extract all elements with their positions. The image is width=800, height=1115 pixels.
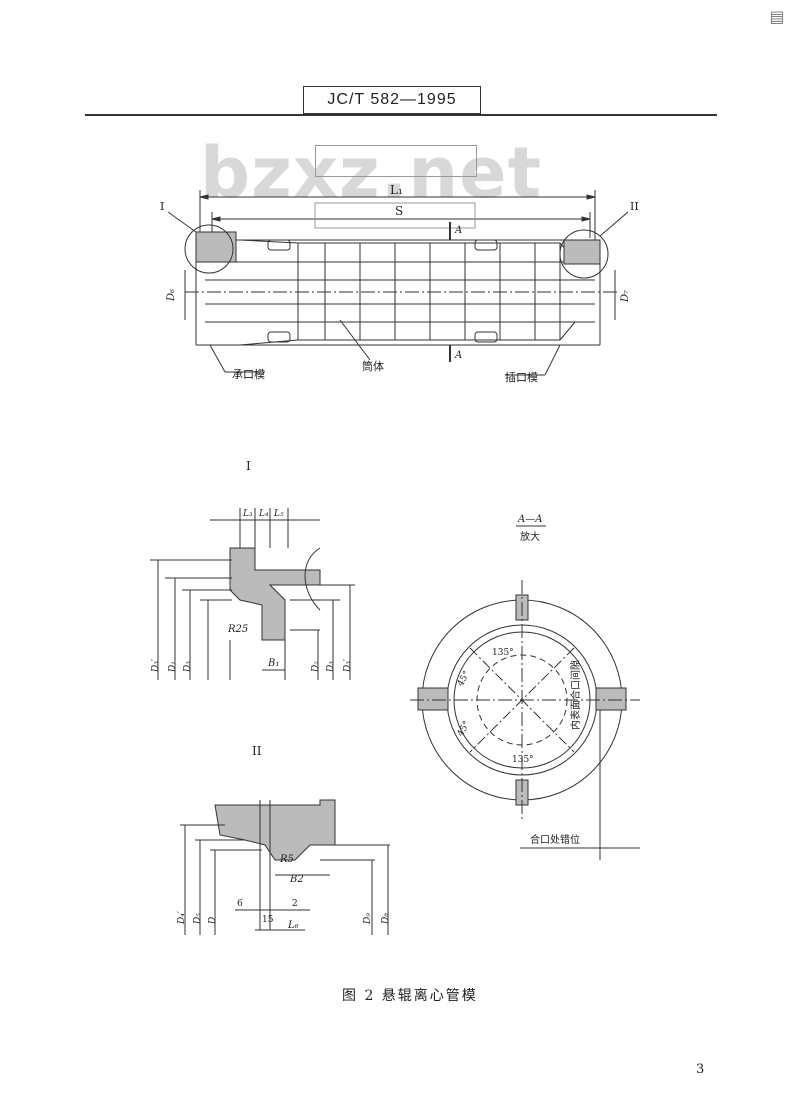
section-mark-bottom: A bbox=[454, 350, 462, 361]
dim-d6: D₆ bbox=[166, 289, 177, 302]
detail-ii-dim-left-3: D bbox=[208, 917, 218, 925]
detail-ii-length: L₆ bbox=[287, 920, 299, 931]
detail-i-dim-top-3: L₅ bbox=[273, 509, 284, 519]
detail-i-dim-left-3: D₃ bbox=[183, 661, 193, 673]
detail-ii-title: II bbox=[252, 744, 262, 758]
detail-i-width: B₁ bbox=[267, 658, 279, 669]
detail-i-dim-right-3: D₃′ bbox=[343, 659, 353, 673]
detail-ii-dim-left-1: D₄′ bbox=[177, 911, 187, 925]
section-aa-angle-top: 135° bbox=[492, 648, 514, 658]
detail-i-dim-top-2: L₄ bbox=[258, 509, 269, 519]
detail-i-dim-top-1: L₃ bbox=[242, 509, 253, 519]
section-aa-offset-label: 合口处错位 bbox=[530, 833, 580, 846]
detail-i-dim-right-1: D₂ bbox=[311, 661, 321, 673]
section-aa-title: A—A bbox=[517, 514, 542, 525]
header-rule bbox=[85, 114, 717, 116]
dim-d7: D₇ bbox=[620, 290, 631, 303]
detail-i-mark: I bbox=[160, 200, 164, 213]
detail-ii-dim-bottom-1: 6 bbox=[237, 899, 243, 909]
figure-caption: 图 2 悬辊离心管模 bbox=[342, 988, 478, 1004]
detail-ii-width: B2 bbox=[289, 874, 304, 885]
watermark-box bbox=[315, 145, 477, 177]
detail-i-dim-left-2: D₁ bbox=[168, 661, 178, 673]
detail-i-dim-right-2: D₃ bbox=[326, 661, 336, 673]
dim-s: S bbox=[395, 204, 403, 218]
detail-ii-radius: R5 bbox=[279, 854, 294, 865]
corner-mark-icon: ▤ bbox=[769, 7, 785, 26]
section-aa-subtitle: 放大 bbox=[520, 530, 540, 543]
standard-code: JC/T 582—1995 bbox=[327, 91, 457, 108]
detail-i-dim-left-1: D₃′ bbox=[151, 659, 161, 673]
detail-i-radius: R25 bbox=[227, 624, 248, 635]
section-aa-angle-bottom: 135° bbox=[512, 755, 534, 765]
detail-ii-dim-right-1: D₉ bbox=[363, 913, 373, 925]
page-number: 3 bbox=[696, 1062, 705, 1077]
label-spigot-mold: 插口模 bbox=[505, 370, 538, 384]
detail-ii-dim-bottom-3: 15 bbox=[262, 915, 274, 925]
detail-ii-dim-bottom-2: 2 bbox=[292, 899, 298, 909]
detail-ii-dim-right-2: D₈ bbox=[381, 913, 391, 925]
detail-ii-mark: II bbox=[630, 200, 639, 213]
section-aa-gap-label: 内表面合口间隙 bbox=[569, 660, 582, 730]
label-bell-mold: 承口模 bbox=[232, 368, 265, 381]
label-body: 筒体 bbox=[362, 359, 384, 373]
detail-i-title: I bbox=[246, 459, 251, 473]
section-mark-top: A bbox=[454, 225, 462, 236]
standard-code-box: JC/T 582—1995 bbox=[303, 86, 481, 114]
dim-l1: L₁ bbox=[390, 183, 403, 197]
detail-ii-dim-left-2: D₅ bbox=[193, 913, 203, 925]
section-aa-angle-left-top: 45° bbox=[456, 670, 473, 689]
